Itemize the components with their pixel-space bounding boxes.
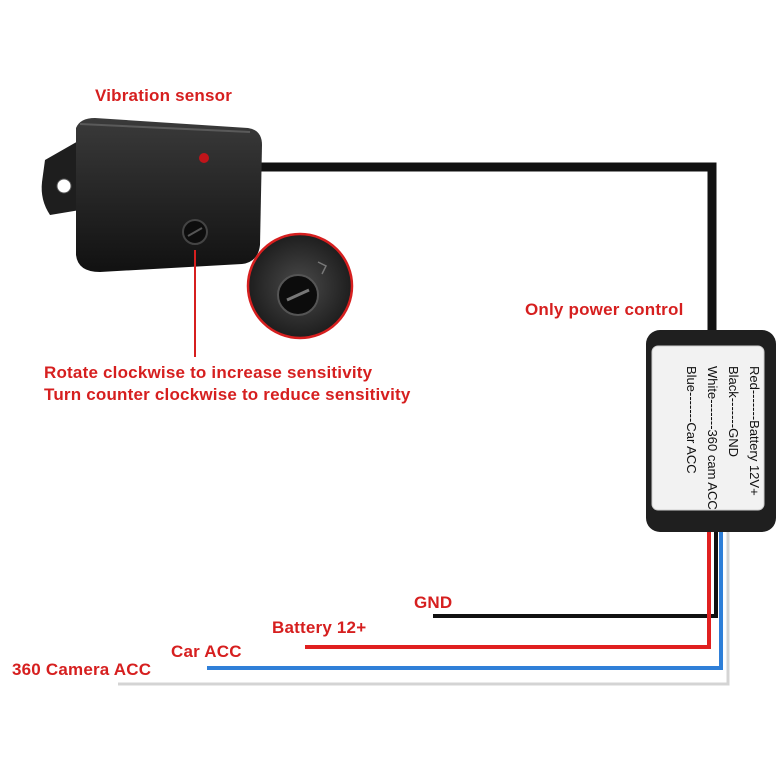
sensor-cable (258, 162, 717, 338)
car-acc-wire (207, 528, 723, 670)
rotate-clockwise-label: Rotate clockwise to increase sensitivity (44, 363, 373, 382)
vibration-sensor (41, 118, 262, 272)
battery-wire (305, 528, 711, 649)
camera-acc-label: 360 Camera ACC (12, 660, 152, 679)
module-label-line: Red-------Battery 12V+ (747, 366, 762, 496)
module-label-line: Blue-------Car ACC (684, 366, 699, 474)
only-power-control-label: Only power control (525, 300, 684, 319)
camera-acc-wire (118, 528, 730, 686)
gnd-label: GND (414, 593, 453, 612)
module-label: Red-------Battery 12V+ Black-------GND W… (665, 366, 765, 516)
led-indicator (199, 153, 209, 163)
car-acc-label: Car ACC (171, 642, 242, 661)
module-label-line: Black-------GND (726, 366, 741, 457)
gnd-wire (433, 528, 718, 618)
vibration-sensor-label: Vibration sensor (95, 86, 233, 105)
knob-zoom-view (246, 232, 354, 340)
battery-label: Battery 12+ (272, 618, 367, 637)
power-control-module (646, 330, 776, 532)
module-label-line: White-------360 cam ACC (705, 366, 720, 510)
turn-counter-clockwise-label: Turn counter clockwise to reduce sensiti… (44, 385, 411, 404)
